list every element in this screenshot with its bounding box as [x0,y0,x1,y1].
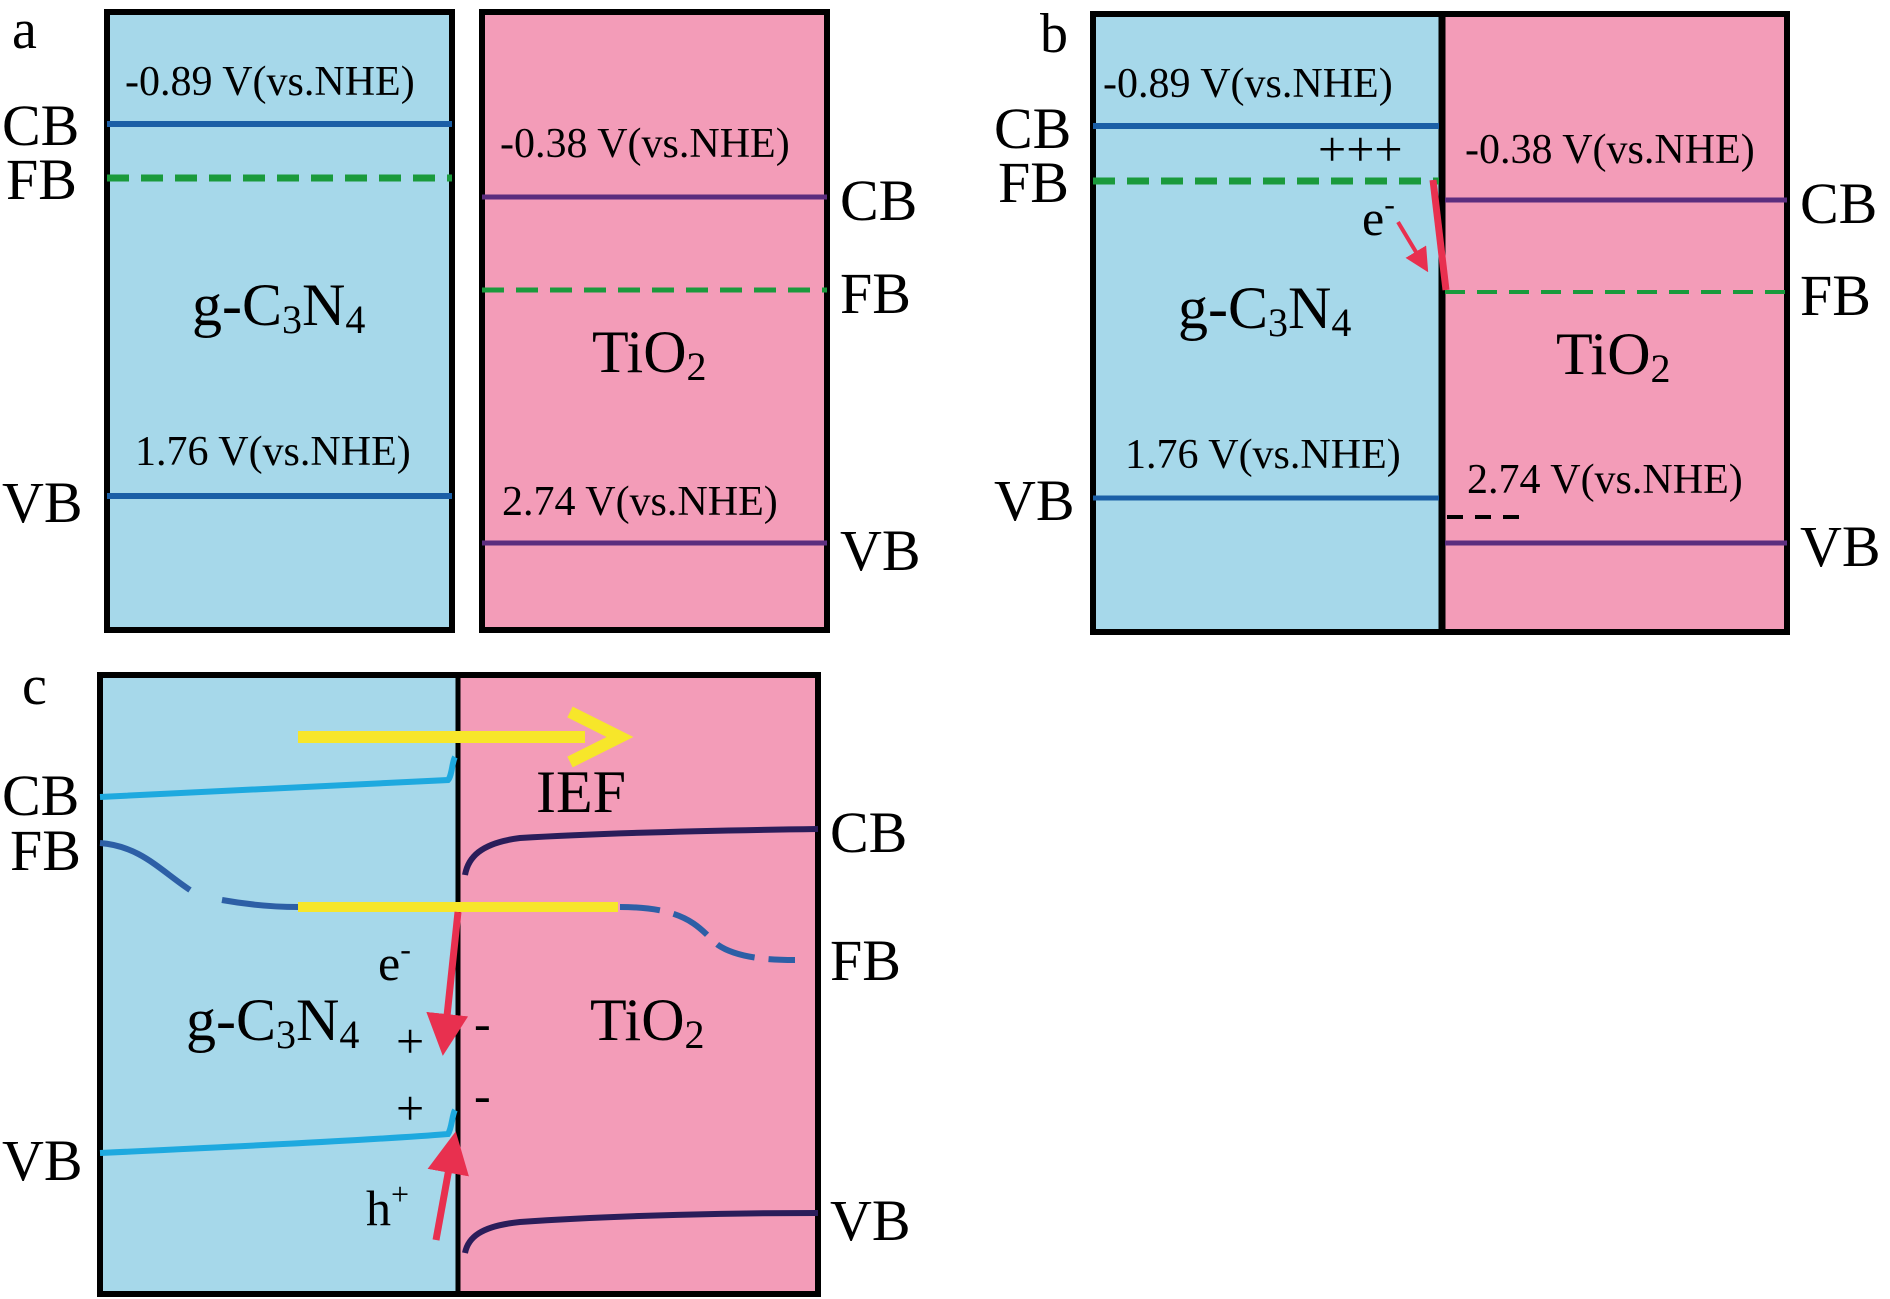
panel-b: b CB FB VB CB FB VB -0.89 V(vs.NHE) 1.76… [994,3,1881,635]
cb-label-left-b: CB [994,96,1071,161]
electron-arrow-b [1396,220,1429,273]
gcn-box-b [1093,14,1442,632]
cb-label-left-c: CB [2,763,79,828]
tio2-vb-potential-a: 2.74 V(vs.NHE) [502,479,778,525]
tio2-box-a [479,9,830,633]
gcn-fb-curve-seg1-c [99,840,192,893]
cb-label-right-a: CB [840,168,917,233]
electron-label-b: e- [1362,186,1395,246]
panel-c: c CB FB VB CB FB VB IEF e- h+ + + [2,655,911,1297]
cb-label-left-a: CB [2,93,79,158]
panel-c-label: c [22,655,47,717]
tio2-name-b: TiO2 [1556,321,1671,391]
fb-label-right-b: FB [1800,263,1871,328]
gcn-name-c: g-C3N4 [186,987,359,1057]
tio2-cb-curve-c [462,826,819,876]
gcn-cb-potential-a: -0.89 V(vs.NHE) [125,59,415,105]
vb-label-right-a: VB [840,518,921,583]
gcn-vb-potential-b: 1.76 V(vs.NHE) [1125,432,1401,478]
tio2-box-c [456,675,818,1294]
tio2-vb-curve-c [462,1210,819,1254]
gcn-vb-potential-a: 1.76 V(vs.NHE) [135,429,411,475]
vb-label-left-c: VB [2,1128,83,1193]
panel-a: a CB FB VB CB FB VB -0.89 V(vs.NHE) 1.76… [2,0,921,633]
fermi-shift-line-b [1429,179,1450,291]
gcn-vb-curve-c [99,1108,458,1156]
vb-label-right-b: VB [1800,514,1881,579]
gcn-cb-potential-b: -0.89 V(vs.NHE) [1103,61,1393,107]
positive-charges-b: +++ [1318,121,1403,177]
cb-label-right-b: CB [1800,171,1877,236]
tio2-name-a: TiO2 [592,319,707,389]
tio2-cb-potential-a: -0.38 V(vs.NHE) [500,121,790,167]
tio2-cb-potential-b: -0.38 V(vs.NHE) [1465,127,1755,173]
tio2-name-c: TiO2 [590,987,705,1057]
hole-label-c: h+ [366,1176,409,1236]
panel-b-label: b [1040,3,1068,65]
vb-label-left-a: VB [2,470,83,535]
electron-arrow-c [426,911,469,1056]
fb-label-left-b: FB [998,150,1069,215]
vb-label-left-b: VB [994,468,1075,533]
plus-charge-1-c: + [396,1013,424,1069]
tio2-vb-potential-b: 2.74 V(vs.NHE) [1467,457,1743,503]
gcn-box-a [104,9,455,633]
plus-charge-2-c: + [396,1080,424,1136]
cb-label-right-c: CB [830,800,907,865]
fb-label-right-a: FB [840,261,911,326]
gcn-cb-curve-c [99,755,458,800]
electron-label-c: e- [378,931,411,991]
tio2-fb-curve-c [619,904,796,963]
gcn-name-a: g-C3N4 [192,272,365,342]
fb-label-left-c: FB [10,818,81,883]
fb-label-left-a: FB [6,147,77,212]
gcn-box-c [100,675,456,1294]
fb-label-right-c: FB [830,928,901,993]
minus-charge-2-c: - [474,1067,491,1123]
gcn-fb-curve-seg2-c [221,897,299,910]
ief-label-c: IEF [536,759,626,825]
vb-label-right-c: VB [830,1188,911,1253]
hole-arrow-c [427,1131,469,1241]
gcn-name-b: g-C3N4 [1178,275,1351,345]
panel-a-label: a [12,0,37,61]
minus-charge-1-c: - [474,995,491,1051]
ief-arrow-head-c [567,706,634,768]
tio2-box-b [1442,14,1787,632]
